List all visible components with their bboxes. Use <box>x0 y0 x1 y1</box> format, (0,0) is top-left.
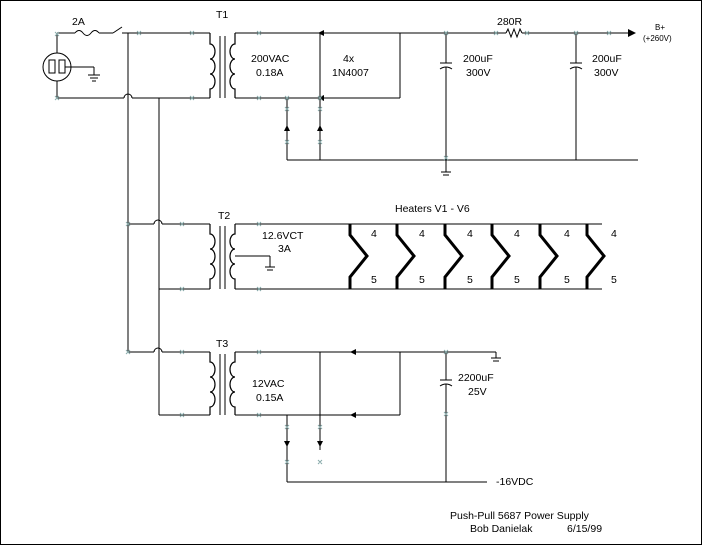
bridge-diode-2 <box>318 95 324 101</box>
heater-filament-1 <box>348 224 369 289</box>
resistor-280r <box>505 27 523 39</box>
resistor-label: 280R <box>497 16 523 28</box>
credit-author: Bob Danielak <box>470 523 533 535</box>
t3-secondary-coil <box>229 352 236 415</box>
rectifier-part-label: 1N4007 <box>332 67 369 79</box>
bridge-diode-4 <box>317 125 323 131</box>
heater-filament-5 <box>538 224 559 289</box>
heater-2-pin-top: 4 <box>419 228 425 240</box>
t1-ref-label: T1 <box>216 9 228 21</box>
heater-filament-4 <box>490 224 511 289</box>
t3-diode-3 <box>284 441 290 447</box>
heater-1-pin-bottom: 5 <box>371 274 377 286</box>
t3-current-label: 0.15A <box>256 392 283 404</box>
fuse-label: 2A <box>72 16 85 28</box>
heater-3-pin-bottom: 5 <box>467 274 473 286</box>
cap3-voltage-label: 25V <box>468 386 487 398</box>
rectifier-qty-label: 4x <box>343 53 355 65</box>
node-markers <box>54 30 612 465</box>
transformer-t3 <box>128 347 501 483</box>
heater-6-pin-top: 4 <box>611 228 617 240</box>
fuse-symbol <box>74 30 100 36</box>
t3-diode-2 <box>350 412 356 418</box>
cap2-voltage-label: 300V <box>594 67 619 79</box>
t1-secondary-coil <box>229 33 236 98</box>
heater-filament-6 <box>585 224 606 289</box>
t2-secondary-coil <box>229 224 236 289</box>
t1-voltage-label: 200VAC <box>251 53 290 65</box>
cap3-value-label: 2200uF <box>458 372 494 384</box>
t3-diode-4 <box>317 441 323 447</box>
cap2-value-label: 200uF <box>592 53 622 65</box>
t3-voltage-label: 12VAC <box>252 378 285 390</box>
heater-4-pin-top: 4 <box>514 228 520 240</box>
bridge-diode-1 <box>318 30 324 36</box>
bplus-arrow-icon <box>628 29 636 37</box>
t2-primary-coil <box>209 224 216 289</box>
heater-2-pin-bottom: 5 <box>419 274 425 286</box>
t2-ref-label: T2 <box>218 210 230 222</box>
bplus-value-label: (+260V) <box>643 34 672 43</box>
t1-current-label: 0.18A <box>256 67 283 79</box>
t3-diode-1 <box>350 349 356 355</box>
t3-primary-coil <box>209 352 216 415</box>
power-switch <box>112 26 123 34</box>
heater-4-pin-bottom: 5 <box>514 274 520 286</box>
heater-6-pin-bottom: 5 <box>611 274 617 286</box>
heater-3-pin-top: 4 <box>467 228 473 240</box>
bridge-diode-3 <box>284 125 290 131</box>
cap1-voltage-label: 300V <box>466 67 491 79</box>
t2-current-label: 3A <box>278 243 291 255</box>
outlet-slot-left <box>48 59 56 74</box>
t2-voltage-label: 12.6VCT <box>262 230 304 242</box>
heater-5-pin-top: 4 <box>564 228 570 240</box>
hv-filter <box>400 27 636 176</box>
heater-filament-3 <box>443 224 464 289</box>
credit-date: 6/15/99 <box>567 523 602 535</box>
transformer-t1 <box>209 30 638 161</box>
cap1-value-label: 200uF <box>463 53 493 65</box>
t1-primary-coil <box>209 33 216 98</box>
bplus-label: B+ <box>655 23 665 32</box>
heater-5-pin-bottom: 5 <box>564 274 570 286</box>
t3-ref-label: T3 <box>216 338 228 350</box>
neg-output-label: -16VDC <box>496 476 534 488</box>
credit-title: Push-Pull 5687 Power Supply <box>450 510 590 522</box>
heater-filament-2 <box>395 224 416 289</box>
mains-section <box>42 26 210 415</box>
outlet-slot-right <box>58 59 66 74</box>
heaters-title: Heaters V1 - V6 <box>395 203 470 215</box>
heater-1-pin-top: 4 <box>371 228 377 240</box>
heater-filaments <box>348 224 606 289</box>
